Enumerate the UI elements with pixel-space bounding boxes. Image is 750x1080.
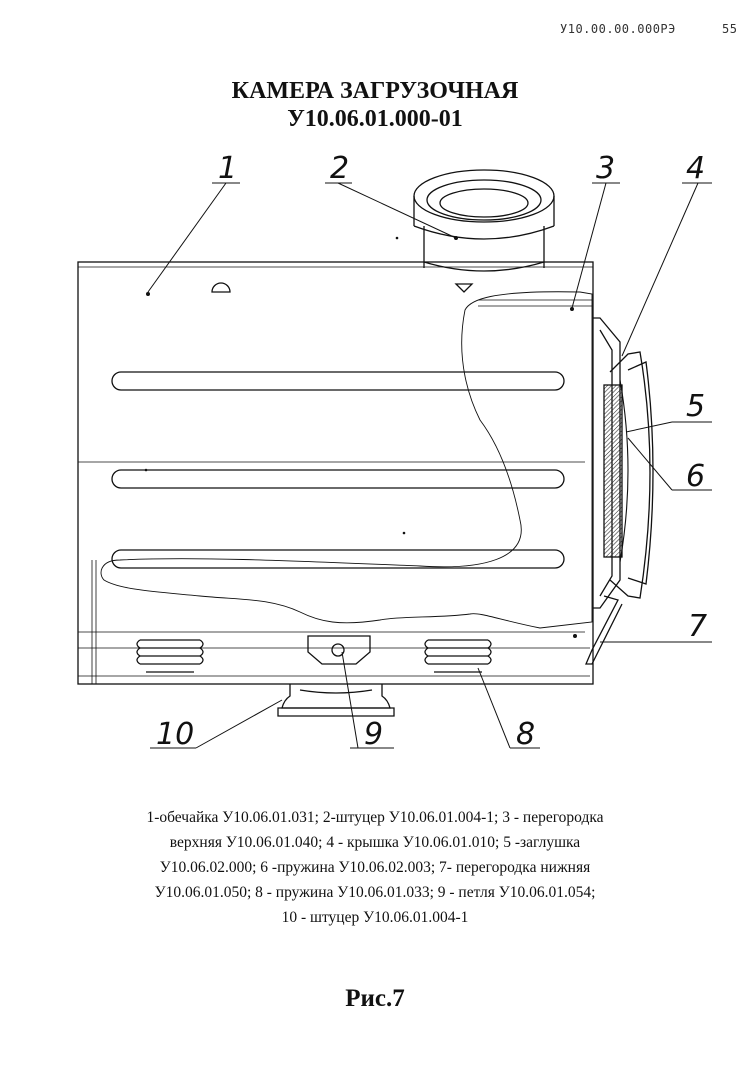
- legend-line: У10.06.01.050; 8 - пружина У10.06.01.033…: [154, 884, 596, 901]
- spring-right: [424, 639, 492, 673]
- callout-8: 8: [516, 717, 535, 752]
- cutaway-line: [100, 291, 593, 629]
- callout-10: 10: [156, 717, 194, 752]
- slot-bottom: [111, 549, 565, 569]
- callout-2: 2: [330, 151, 349, 186]
- callout-5: 5: [686, 389, 705, 424]
- document-code: У10.00.00.000РЭ: [560, 22, 676, 36]
- slot-top: [111, 371, 565, 391]
- slot-middle: [111, 469, 565, 489]
- callout-7: 7: [688, 609, 707, 644]
- legend-line: 1-обечайка У10.06.01.031; 2-штуцер У10.0…: [146, 809, 604, 826]
- callout-9: 9: [364, 717, 383, 752]
- legend-line: 10 - штуцер У10.06.01.004-1: [281, 909, 469, 926]
- shell-body: [77, 261, 594, 685]
- drawing-title: КАМЕРА ЗАГРУЗОЧНАЯ: [231, 78, 519, 104]
- callout-6: 6: [686, 459, 705, 494]
- callout-4: 4: [686, 151, 705, 186]
- parts-legend: 1-обечайка У10.06.01.031; 2-штуцер У10.0…: [40, 805, 710, 930]
- spring-left: [136, 639, 204, 673]
- legend-line: У10.06.02.000; 6 -пружина У10.06.02.003;…: [159, 859, 591, 876]
- callout-3: 3: [596, 151, 615, 186]
- legend-line: верхняя У10.06.01.040; 4 - крышка У10.06…: [169, 834, 581, 851]
- callout-1: 1: [218, 151, 237, 186]
- hinge: [307, 635, 371, 665]
- bottom-fitting: [281, 684, 391, 709]
- page-number: 55: [722, 22, 738, 36]
- drawing-designation: У10.06.01.000-01: [287, 106, 463, 132]
- technical-drawing: 1 2 3 4 5 6 7 8 9 10: [77, 151, 712, 752]
- plug-hatched: [603, 384, 623, 558]
- figure-label: Рис.7: [345, 985, 405, 1012]
